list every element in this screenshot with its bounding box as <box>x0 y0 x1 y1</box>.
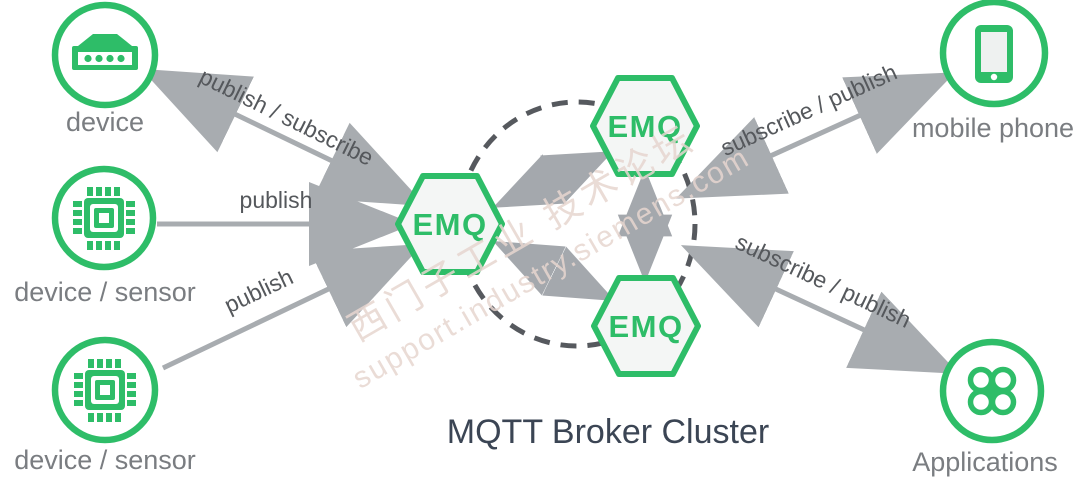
sensor1-label: device / sensor <box>14 277 196 307</box>
chip-icon <box>73 187 135 250</box>
applications-node: Applications <box>912 338 1058 477</box>
router-device-icon <box>72 34 138 70</box>
clover-apps-icon <box>967 366 1017 416</box>
device-node: device <box>51 1 159 137</box>
edge-label-publish-subscribe: publish / subscribe <box>195 63 377 171</box>
applications-label: Applications <box>912 447 1058 477</box>
edge-mobile-broker <box>675 72 956 199</box>
mobile-node: mobile phone <box>912 0 1074 143</box>
broker-label: EMQ <box>607 109 682 144</box>
broker-label: EMQ <box>608 309 683 344</box>
edge-device-broker <box>141 68 426 207</box>
watermark: 西门子工业 技术论坛 support.industry.siemens.com <box>341 117 755 396</box>
chip-icon <box>74 359 136 422</box>
broker-node-left: EMQ <box>395 173 505 275</box>
sensor2-label: device / sensor <box>14 445 196 475</box>
cluster-ring <box>456 99 698 349</box>
edge-sensor2-broker <box>161 243 423 371</box>
smartphone-icon <box>975 25 1013 83</box>
hexagon-shape <box>395 173 505 275</box>
broker-label: EMQ <box>412 207 487 242</box>
edge-label-publish-1: publish <box>240 187 313 213</box>
hexagon-shape <box>591 275 701 377</box>
sensor2-node: device / sensor <box>14 336 196 475</box>
watermark-line2: support.industry.siemens.com <box>347 141 755 396</box>
diagram-title: MQTT Broker Cluster <box>447 413 769 451</box>
device-label: device <box>66 107 144 137</box>
broker-node-top: EMQ <box>590 75 700 177</box>
edge-applications-broker <box>680 245 960 374</box>
hexagon-shape <box>590 75 700 177</box>
sensor1-node: device / sensor <box>14 165 196 307</box>
broker-node-bottom: EMQ <box>591 275 701 377</box>
mobile-label: mobile phone <box>912 113 1074 143</box>
